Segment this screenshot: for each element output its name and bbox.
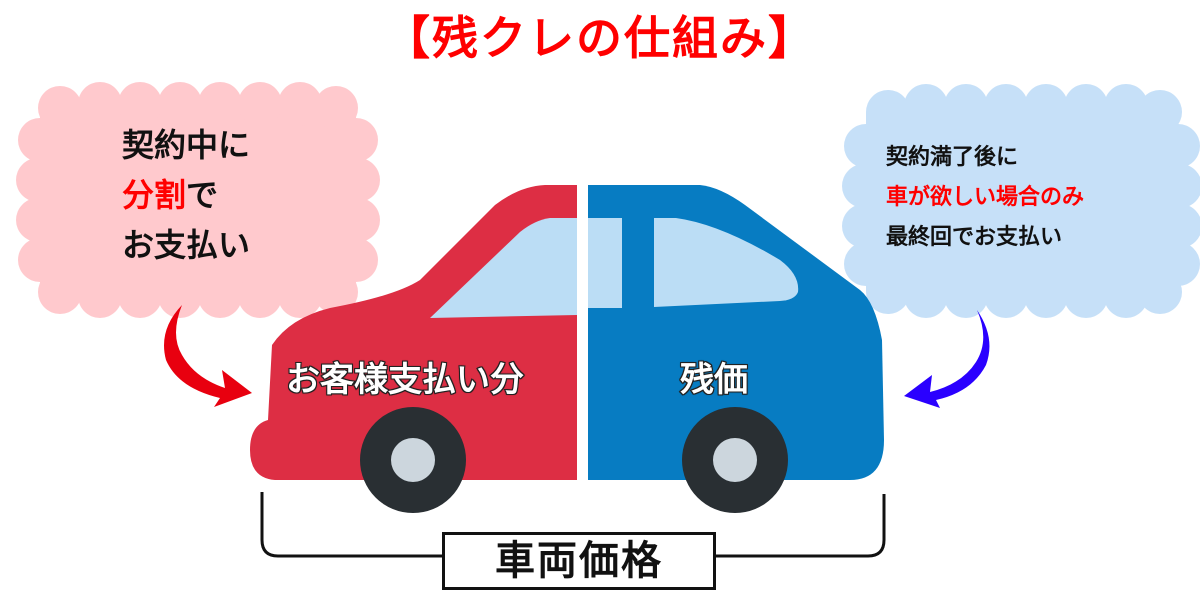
- customer-payment-label: お客様支払い分: [285, 359, 525, 401]
- rear-wheel: [682, 407, 788, 513]
- car-rear-half: [588, 185, 884, 480]
- right-cloud-highlight: 車が欲しい場合のみ: [886, 185, 1085, 210]
- left-cloud-line-2: 分割で: [122, 170, 250, 220]
- residual-value-label: 残価: [679, 359, 749, 401]
- car-front-half: [250, 185, 577, 480]
- page-title: 【残クレの仕組み】: [384, 11, 816, 65]
- right-cloud-line-3: 最終回でお支払い: [886, 225, 1063, 250]
- left-cloud-line-2-rest: で: [186, 176, 219, 214]
- right-cloud-line-1: 契約満了後に: [886, 145, 1019, 170]
- left-cloud-line-3: お支払い: [122, 226, 251, 264]
- left-cloud: [16, 82, 380, 318]
- arrow-left-icon: [164, 305, 252, 407]
- right-cloud: [842, 84, 1200, 318]
- vehicle-price-label: 車両価格: [442, 532, 716, 590]
- right-cloud-text: 契約満了後に 車が欲しい場合のみ 最終回でお支払い: [886, 138, 1084, 258]
- left-cloud-highlight: 分割: [122, 176, 187, 214]
- front-wheel: [360, 407, 466, 513]
- left-cloud-line-1: 契約中に: [122, 126, 251, 164]
- left-cloud-text: 契約中に 分割で お支払い: [122, 120, 250, 270]
- price-bracket: [260, 492, 886, 558]
- arrow-right-icon: [904, 310, 990, 408]
